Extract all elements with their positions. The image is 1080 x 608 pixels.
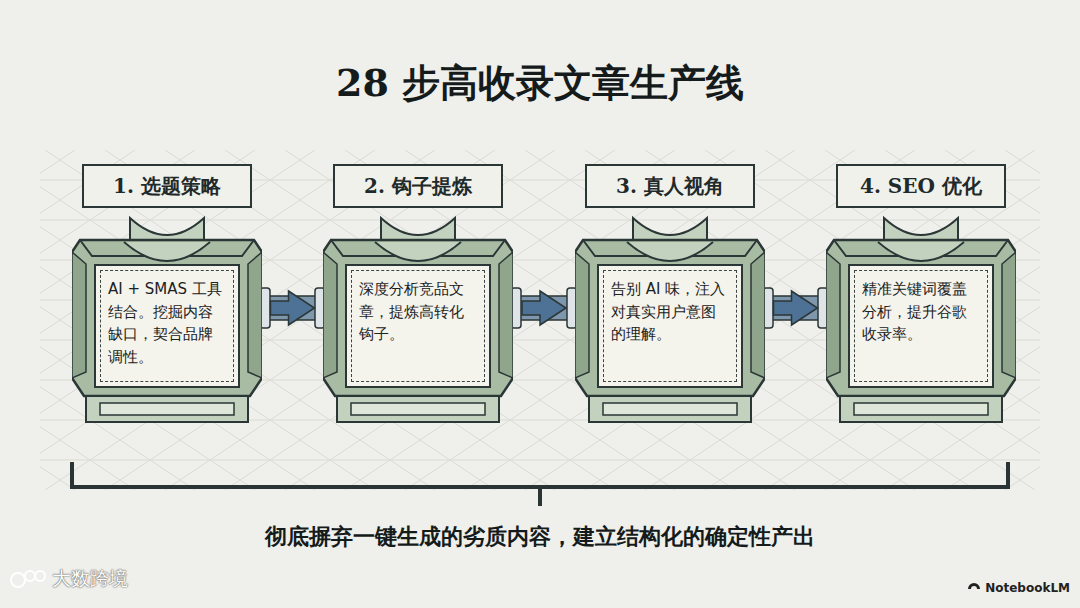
machine-slot xyxy=(854,403,988,415)
machine-body xyxy=(323,240,513,396)
machine-collar xyxy=(124,242,210,261)
machine-side xyxy=(826,252,840,378)
pipe-arrow xyxy=(763,288,828,328)
machine-side xyxy=(499,252,513,378)
machine-collar xyxy=(375,242,461,261)
notebook-icon xyxy=(968,583,980,589)
machine-side xyxy=(751,252,765,378)
machine-base xyxy=(840,396,1002,422)
machine-side xyxy=(323,252,337,378)
step-header: 1. 选题策略 xyxy=(82,164,252,208)
machine-side xyxy=(72,252,86,378)
arrowhead xyxy=(271,291,315,325)
machine-slot xyxy=(603,403,737,415)
screen-panel: 精准关键词覆盖分析，提升谷歌收录率。 xyxy=(848,264,994,388)
step-header: 2. 钩子提炼 xyxy=(333,164,503,208)
bracket-tick xyxy=(538,487,542,506)
arrowhead xyxy=(774,291,818,325)
machine-node: 4. SEO 优化精准关键词覆盖分析，提升谷歌收录率。 xyxy=(826,160,1016,425)
bracket xyxy=(72,462,1008,487)
machine-node: 1. 选题策略 AI + SMAS 工具结合。挖掘内容缺口，契合品牌调性。 xyxy=(72,160,262,425)
step-description: 精准关键词覆盖分析，提升谷歌收录率。 xyxy=(850,266,992,358)
machine-collar xyxy=(878,242,964,261)
machine-node: 3. 真人视角告别 AI 味，注入对真实用户意图的理解。 xyxy=(575,160,765,425)
brand-label: NotebookLM xyxy=(985,581,1070,595)
watermark: 大数跨境 xyxy=(52,566,128,592)
step-description: 告别 AI 味，注入对真实用户意图的理解。 xyxy=(599,266,741,358)
machine-base xyxy=(337,396,499,422)
step-header: 4. SEO 优化 xyxy=(836,164,1006,208)
machine-body xyxy=(826,240,1016,396)
machine-cap xyxy=(381,218,455,242)
machine-cap xyxy=(130,218,204,242)
title: 28 步高收录文章生产线 xyxy=(0,58,1080,109)
step-description: AI + SMAS 工具结合。挖掘内容缺口，契合品牌调性。 xyxy=(96,266,238,380)
pipe-arrow xyxy=(511,288,577,328)
machine-collar xyxy=(627,242,713,261)
machine-base xyxy=(589,396,751,422)
machine-slot xyxy=(351,403,485,415)
screen-panel: 深度分析竞品文章，提炼高转化钩子。 xyxy=(345,264,491,388)
machine-side xyxy=(1002,252,1016,378)
caption: 彻底摒弃一键生成的劣质内容，建立结构化的确定性产出 xyxy=(0,522,1080,552)
machine-side xyxy=(248,252,262,378)
arrowhead xyxy=(522,291,566,325)
pipe-arrow xyxy=(260,288,325,328)
machine-cap xyxy=(884,218,958,242)
machine-node: 2. 钩子提炼深度分析竞品文章，提炼高转化钩子。 xyxy=(323,160,513,425)
machine-base xyxy=(86,396,248,422)
step-description: 深度分析竞品文章，提炼高转化钩子。 xyxy=(347,266,489,358)
screen-panel: AI + SMAS 工具结合。挖掘内容缺口，契合品牌调性。 xyxy=(94,264,240,388)
machine-cap xyxy=(633,218,707,242)
machine-body xyxy=(72,240,262,396)
machine-slot xyxy=(100,403,234,415)
screen-panel: 告别 AI 味，注入对真实用户意图的理解。 xyxy=(597,264,743,388)
machine-body xyxy=(575,240,765,396)
watermark-icon xyxy=(11,571,45,587)
step-header: 3. 真人视角 xyxy=(585,164,755,208)
machine-side xyxy=(575,252,589,378)
